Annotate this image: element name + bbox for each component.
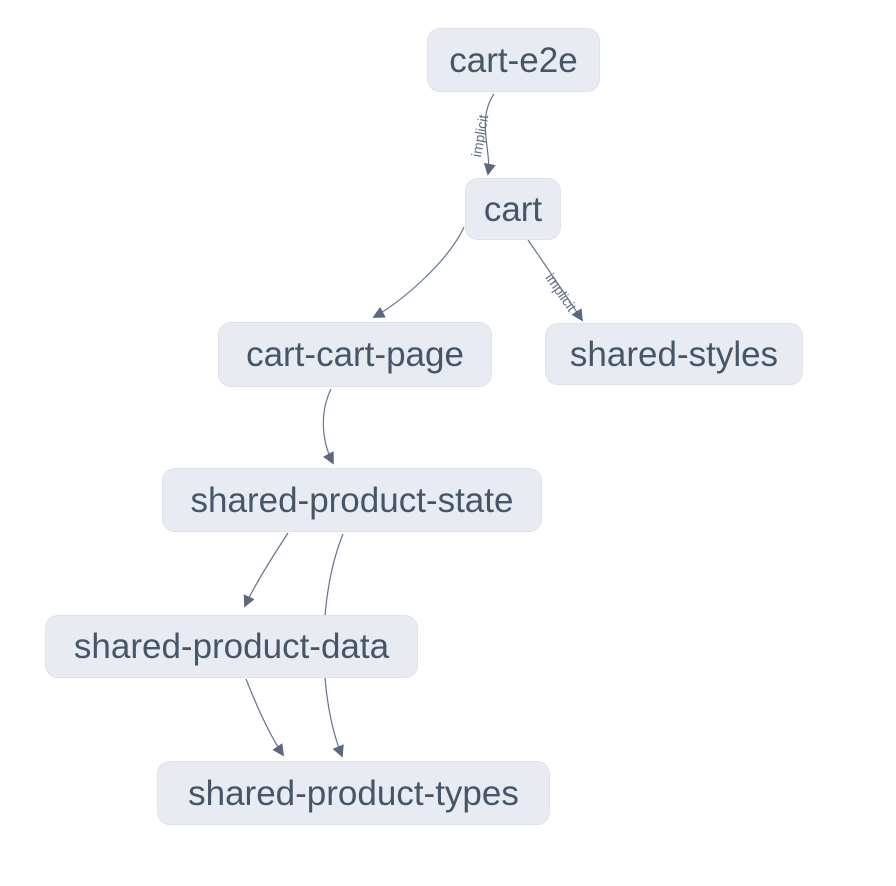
graph-node-shared-product-types[interactable]: shared-product-types — [157, 761, 550, 825]
node-label: shared-product-types — [188, 773, 519, 813]
edge-cart-to-shared-styles — [527, 239, 583, 322]
graph-node-shared-styles[interactable]: shared-styles — [545, 323, 803, 385]
graph-node-cart[interactable]: cart — [465, 178, 561, 240]
graph-node-shared-product-state[interactable]: shared-product-state — [162, 468, 542, 532]
edge-shared-product-data-to-shared-product-types — [245, 678, 284, 757]
graph-node-shared-product-data[interactable]: shared-product-data — [45, 615, 418, 678]
edge-cart-cart-page-to-shared-product-state — [322, 388, 334, 465]
graph-node-cart-cart-page[interactable]: cart-cart-page — [218, 322, 492, 387]
graph-node-cart-e2e[interactable]: cart-e2e — [427, 28, 600, 92]
node-label: cart-e2e — [449, 40, 578, 80]
node-label: shared-product-data — [73, 627, 390, 666]
node-label: shared-product-state — [190, 480, 514, 520]
node-label: cart-cart-page — [246, 335, 464, 374]
edge-cart-to-cart-cart-page — [372, 226, 465, 318]
edge-cart-e2e-to-cart — [483, 93, 496, 176]
node-label: shared-styles — [569, 334, 779, 374]
node-label: cart — [483, 189, 543, 229]
edge-shared-product-state-to-shared-product-data — [243, 532, 289, 608]
